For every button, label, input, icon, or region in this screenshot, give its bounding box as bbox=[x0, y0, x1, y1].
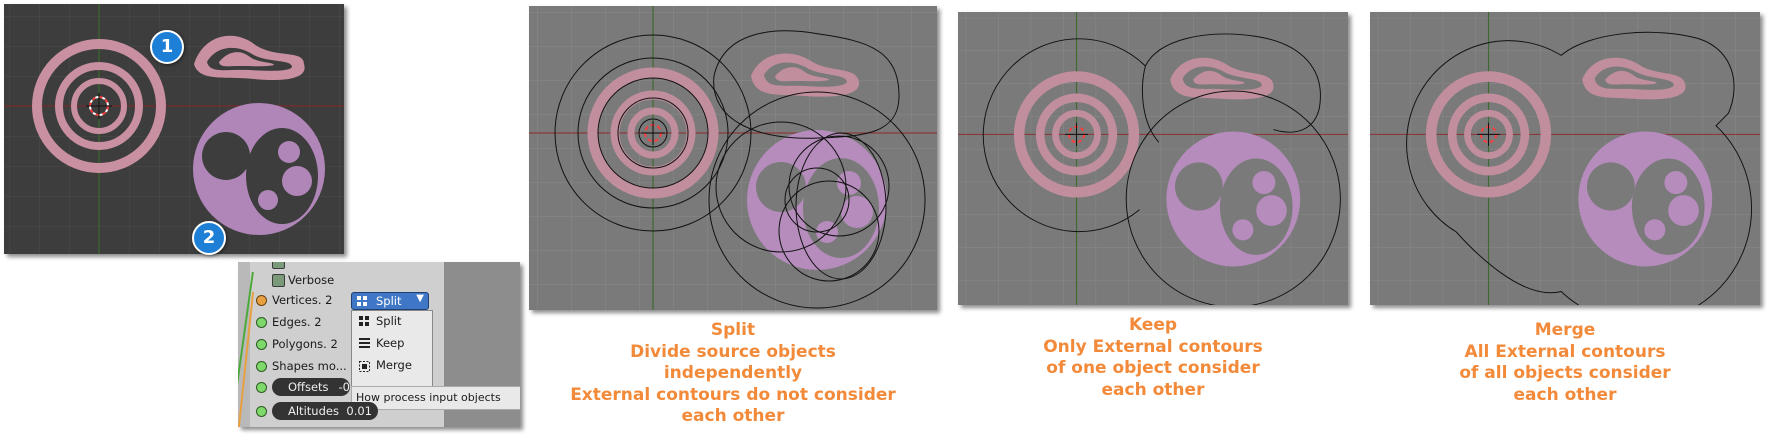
chevron-down-icon: ▼ bbox=[416, 293, 424, 304]
menu-item-keep[interactable]: Keep bbox=[376, 336, 405, 350]
caption-line: each other bbox=[681, 406, 785, 426]
keep-icon bbox=[359, 338, 370, 348]
3d-cursor-icon bbox=[86, 93, 112, 119]
mode-menu: Split Keep Merge bbox=[351, 310, 433, 388]
offsets-socket[interactable] bbox=[256, 382, 267, 393]
menu-item-merge[interactable]: Merge bbox=[376, 358, 412, 372]
3d-cursor-icon bbox=[1477, 122, 1500, 146]
split-caption: Split Divide source objects independentl… bbox=[540, 320, 926, 428]
offsets-value: -0 bbox=[338, 380, 350, 394]
vertices-socket[interactable] bbox=[256, 295, 267, 306]
merge-caption: Merge All External contours of all objec… bbox=[1372, 320, 1758, 406]
caption-line: of one object consider bbox=[1046, 358, 1260, 378]
vertices-label: Vertices. 2 bbox=[272, 293, 333, 307]
verbose-checkbox[interactable] bbox=[272, 262, 285, 269]
badge-2: 2 bbox=[192, 221, 226, 255]
caption-line: Only External contours bbox=[1043, 336, 1263, 357]
merge-icon bbox=[359, 361, 370, 372]
purple-disc-shape bbox=[193, 103, 325, 235]
caption-line: External contours do not consider bbox=[570, 384, 896, 405]
altitudes-field[interactable]: Altitudes 0.01 bbox=[272, 402, 378, 420]
altitudes-label: Altitudes bbox=[288, 404, 339, 418]
offsets-field[interactable]: Offsets -0 bbox=[272, 378, 350, 396]
keep-caption: Keep Only External contours of one objec… bbox=[960, 315, 1346, 401]
caption-title: Split bbox=[710, 320, 756, 340]
split-icon bbox=[357, 296, 367, 306]
node-settings-panel: Verbose Vertices. 2 Edges. 2 Polygons. 2… bbox=[238, 262, 520, 427]
split-offset-contours bbox=[554, 30, 926, 309]
shapes-mode-label: Shapes mo... bbox=[272, 359, 347, 373]
caption-line: independently bbox=[663, 363, 803, 383]
polygons-label: Polygons. 2 bbox=[272, 337, 338, 351]
caption-line: of all objects consider bbox=[1459, 363, 1671, 383]
caption-title: Keep bbox=[1128, 315, 1178, 335]
altitudes-socket[interactable] bbox=[256, 406, 267, 417]
merge-outer-contour bbox=[1406, 31, 1752, 305]
3d-cursor-icon bbox=[641, 121, 665, 145]
edges-socket[interactable] bbox=[256, 317, 267, 328]
menu-item-split[interactable]: Split bbox=[376, 314, 402, 328]
verbose-checkbox[interactable] bbox=[272, 274, 285, 287]
mode-dropdown[interactable]: Split ▼ bbox=[351, 292, 429, 310]
dropdown-value: Split bbox=[376, 294, 402, 308]
3d-cursor-icon bbox=[1065, 122, 1088, 146]
pink-rings-shape bbox=[32, 39, 166, 173]
caption-line: each other bbox=[1101, 379, 1205, 400]
merge-viewport bbox=[1370, 12, 1760, 305]
badge-1: 1 bbox=[150, 30, 184, 64]
caption-line: each other bbox=[1513, 384, 1617, 405]
keep-viewport bbox=[958, 12, 1348, 305]
shapes-mode-socket[interactable] bbox=[256, 361, 267, 372]
edges-label: Edges. 2 bbox=[272, 315, 322, 329]
offsets-label: Offsets bbox=[288, 380, 329, 394]
altitudes-value: 0.01 bbox=[346, 404, 372, 418]
tooltip: How process input objects bbox=[351, 386, 520, 410]
caption-line: Divide source objects bbox=[630, 341, 836, 362]
caption-title: Merge bbox=[1534, 320, 1596, 340]
polygons-socket[interactable] bbox=[256, 339, 267, 350]
split-viewport bbox=[529, 6, 937, 310]
split-icon bbox=[359, 316, 369, 326]
verbose-label: Verbose bbox=[288, 273, 335, 287]
caption-line: All External contours bbox=[1464, 341, 1666, 362]
keep-outer-contours bbox=[982, 33, 1341, 305]
